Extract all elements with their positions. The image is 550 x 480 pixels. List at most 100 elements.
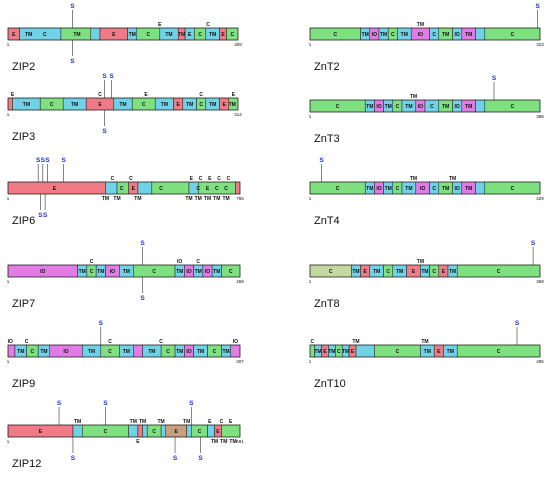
phosphosite-label: S <box>38 212 43 219</box>
domain-label-bottom: TM <box>185 196 192 202</box>
domain-label: C <box>511 32 515 38</box>
domain-segment <box>221 424 241 438</box>
domain-label-top: C <box>227 176 231 182</box>
phosphosite-label: S <box>531 240 536 247</box>
domain-label: C <box>333 32 337 38</box>
domain-label: TM <box>148 349 155 355</box>
domain-label-top: TM <box>74 419 81 425</box>
protein-bar-outline <box>309 27 541 41</box>
domain-label-top: TM <box>183 419 190 425</box>
domain-label-bottom: E <box>136 439 140 445</box>
domain-label: E <box>364 269 368 275</box>
domain-label: C <box>152 269 156 275</box>
domain-label: IO <box>186 269 191 275</box>
domain-label-top: C <box>217 176 221 182</box>
protein-name: ZnT4 <box>314 215 340 227</box>
domain-segment <box>90 27 101 41</box>
domain-label: E <box>177 102 181 108</box>
protein-bar-outline <box>7 27 239 41</box>
phosphosite-label: S <box>41 157 46 164</box>
domain-segment <box>151 181 190 195</box>
domain-label: IO <box>418 32 423 38</box>
domain-label: TM <box>328 349 335 355</box>
domain-label: TM <box>186 102 193 108</box>
domain-label: TM <box>442 104 449 110</box>
domain-label-top: C <box>199 92 203 98</box>
domain-label: TM <box>195 269 202 275</box>
domain-label: TM <box>447 349 454 355</box>
domain-label-top: C <box>199 176 203 182</box>
phosphosite-label: S <box>198 455 203 462</box>
domain-label: TM <box>222 349 229 355</box>
domain-label: TM <box>366 186 373 192</box>
domain-label-top: E <box>190 176 194 182</box>
domain-label: C <box>159 186 163 192</box>
domain-label: E <box>442 269 446 275</box>
protein-bar-outline <box>309 264 541 278</box>
domain-label: E <box>98 102 102 108</box>
protein-bar-outline <box>7 264 241 278</box>
domain-label: C <box>50 102 54 108</box>
domain-label: C <box>229 269 233 275</box>
domain-label-bottom: TM <box>113 196 120 202</box>
domain-label: TM <box>421 269 428 275</box>
domain-label: E <box>223 102 227 108</box>
domain-label-top: TM <box>417 259 424 265</box>
start-position: 1 <box>7 196 10 201</box>
domain-label-top: E <box>11 92 15 98</box>
domain-label: C <box>31 349 35 355</box>
phosphosite-label: S <box>36 157 41 164</box>
domain-label: IO <box>40 269 45 275</box>
domain-label-top: C <box>196 259 200 265</box>
start-position: 1 <box>309 114 312 119</box>
domain-label: E <box>12 32 16 38</box>
domain-label: TM <box>385 186 392 192</box>
end-position: 309 <box>234 42 242 47</box>
domain-label: E <box>53 186 57 192</box>
protein-name: ZIP9 <box>12 378 35 390</box>
end-position: 369 <box>536 279 544 284</box>
phosphosite-label: S <box>102 73 107 80</box>
domain-label: IO <box>455 186 460 192</box>
domain-label-bottom: TM <box>204 196 211 202</box>
protein-bar-outline <box>7 424 241 438</box>
domain-label-bottom: TM <box>195 196 202 202</box>
domain-segment <box>105 181 118 195</box>
protein-name: ZnT3 <box>314 133 340 145</box>
domain-label-top: TM <box>130 419 137 425</box>
end-position: 429 <box>536 196 544 201</box>
domain-segment <box>160 424 167 438</box>
domain-label: TM <box>442 32 449 38</box>
domain-segment <box>186 424 192 438</box>
domain-label-top: TM <box>417 22 424 28</box>
domain-label: TM <box>352 269 359 275</box>
phosphosite-label: S <box>492 75 497 82</box>
domain-label-top: TM <box>139 419 146 425</box>
domain-label-top: E <box>232 92 236 98</box>
phosphosite-label: S <box>109 73 114 80</box>
domain-label: C <box>430 104 434 110</box>
domain-label-bottom: TM <box>229 439 236 445</box>
protein-name: ZIP12 <box>12 458 41 470</box>
phosphosite-label: S <box>62 157 67 164</box>
domain-label: E <box>175 429 179 435</box>
domain-label: TM <box>465 104 472 110</box>
phosphosite-label: S <box>102 128 107 135</box>
phosphosite-label: S <box>70 3 75 10</box>
domain-label: IO <box>418 104 423 110</box>
domain-label: TM <box>213 269 220 275</box>
domain-label: TM <box>176 349 183 355</box>
domain-label-top: E <box>208 419 212 425</box>
domain-label-top: E <box>229 419 233 425</box>
domain-label: IO <box>420 186 425 192</box>
domain-label: IO <box>205 269 210 275</box>
end-position: 691 <box>236 439 244 444</box>
domain-label: TM <box>385 104 392 110</box>
domain-label: E <box>412 269 416 275</box>
protein-name: ZnT10 <box>314 378 346 390</box>
